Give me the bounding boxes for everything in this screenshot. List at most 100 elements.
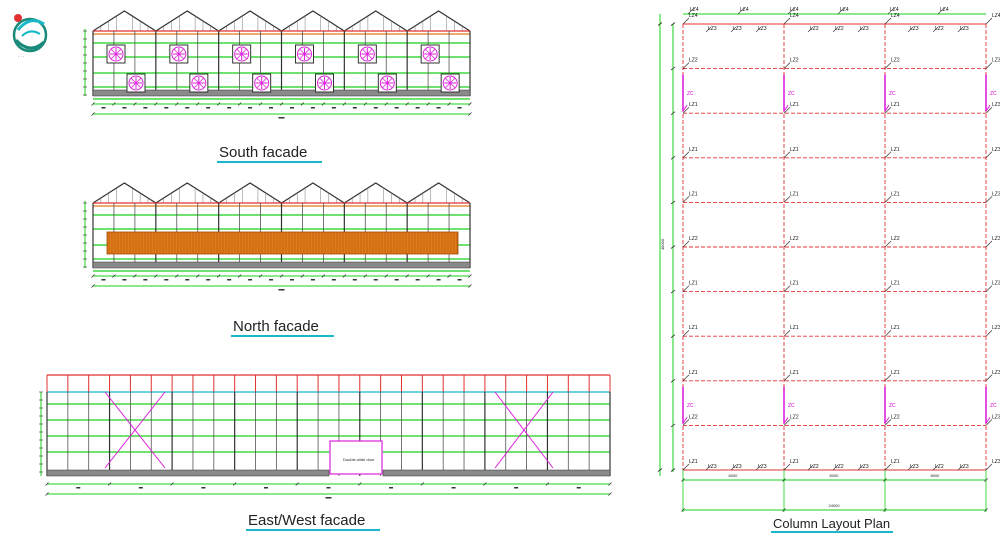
dimension-tick — [883, 478, 887, 482]
dimension-tick — [154, 102, 158, 106]
dimension-tick — [384, 274, 389, 278]
dimension-text-mark — [269, 107, 274, 109]
column-label: LZ1 — [689, 102, 698, 108]
beam-label-top: LZ2 — [835, 26, 844, 32]
brace-line — [884, 417, 890, 424]
label-leader — [887, 7, 895, 15]
dimension-text-mark — [289, 107, 294, 109]
brace-line — [783, 104, 789, 112]
label-leader — [807, 26, 814, 33]
dimension-text-mark — [138, 487, 143, 489]
fan-blade-ring — [297, 46, 312, 62]
column-leader — [985, 106, 993, 114]
label-leader — [932, 26, 939, 33]
dimension-tick — [670, 468, 676, 472]
label-leader — [857, 464, 864, 471]
beam-label-bottom: LZ3 — [733, 464, 742, 470]
dimension-text-mark — [415, 279, 420, 281]
dimension-text-mark — [227, 107, 232, 109]
fan-blade-ring — [234, 46, 250, 62]
column-label: LZ1 — [790, 325, 799, 331]
label-leader — [787, 7, 795, 15]
fan-blade — [130, 77, 142, 89]
column-label: LZ2 — [790, 58, 799, 64]
roof-gable — [92, 182, 157, 204]
column-label: LZ1 — [689, 147, 698, 153]
column-leader — [682, 240, 690, 248]
dimension-text-mark — [143, 279, 148, 281]
beam-label-bottom: LZ2 — [810, 464, 819, 470]
brace-line — [884, 104, 890, 112]
fan-blade-ring — [108, 46, 124, 62]
dimension-tick — [468, 102, 472, 106]
column-label: LZ1 — [790, 281, 799, 287]
column-leader — [985, 419, 993, 426]
dimension-text-mark — [457, 279, 462, 281]
south-facade-caption: South facade — [219, 144, 307, 161]
label-leader — [857, 26, 864, 33]
dimension-text-mark — [389, 487, 394, 489]
dimension-tick — [174, 102, 179, 106]
column-label: LZ4 — [689, 13, 698, 19]
roof-gable — [155, 10, 219, 32]
beam-label-top: LZ2 — [935, 26, 944, 32]
column-label: LZ3 — [992, 414, 1000, 420]
brace-line — [783, 417, 789, 424]
roof-gable — [281, 182, 345, 204]
dimension-text-mark — [415, 107, 420, 109]
dimension-text-mark — [451, 487, 456, 489]
beam-label-bottom: LZ3 — [860, 464, 869, 470]
column-label: LZ4 — [992, 13, 1000, 19]
column-label: LZ3 — [992, 58, 1000, 64]
dimension-tick — [300, 102, 305, 106]
dimension-tick — [237, 274, 242, 278]
dimension-tick — [670, 289, 676, 294]
dimension-tick — [216, 102, 221, 106]
column-leader — [985, 285, 993, 292]
beam-label-top: LZ3 — [708, 26, 717, 32]
dimension-text-mark — [331, 107, 336, 109]
brace-label: ZC — [889, 403, 896, 409]
beam-label-top: LZ3 — [960, 26, 969, 32]
brace-line — [682, 104, 688, 112]
dimension-tick — [112, 274, 116, 278]
dimension-tick — [670, 111, 676, 116]
column-label: LZ4 — [891, 13, 900, 19]
fan-blade — [236, 48, 247, 60]
column-label: LZ1 — [790, 191, 799, 197]
fan-blade-ring — [254, 75, 270, 91]
dimension-tick — [195, 102, 200, 106]
cross-brace — [104, 391, 166, 469]
top-beam-label: LZ4 — [740, 7, 749, 13]
dimension-tick — [883, 508, 887, 512]
dimension-tick — [321, 274, 326, 278]
double-slide-door — [329, 440, 383, 475]
column-leader — [884, 463, 892, 471]
span-dimension-label: 8000 — [830, 473, 840, 478]
column-leader — [884, 196, 892, 203]
column-leader — [783, 285, 791, 292]
column-leader — [985, 17, 993, 25]
column-label: LZ3 — [992, 459, 1000, 465]
dimension-tick — [468, 112, 472, 116]
beam-label-top: LZ2 — [810, 26, 819, 32]
south-facade — [83, 10, 472, 119]
fan-blade — [193, 77, 205, 89]
roof-gable — [92, 10, 157, 32]
column-label: LZ2 — [891, 414, 900, 420]
beam-label-bottom: LZ2 — [835, 464, 844, 470]
column-label: LZ1 — [790, 459, 799, 465]
column-label: LZ3 — [992, 236, 1000, 242]
dimension-tick — [107, 482, 112, 486]
column-label: LZ2 — [689, 414, 698, 420]
roof-gable — [344, 10, 408, 32]
dimension-text-mark — [278, 117, 285, 119]
column-leader — [783, 463, 791, 471]
dimension-text-mark — [352, 279, 357, 281]
brace-label: ZC — [990, 403, 997, 409]
fan-blade — [299, 48, 310, 60]
column-leader — [682, 106, 690, 114]
brace-label: ZC — [788, 403, 795, 409]
